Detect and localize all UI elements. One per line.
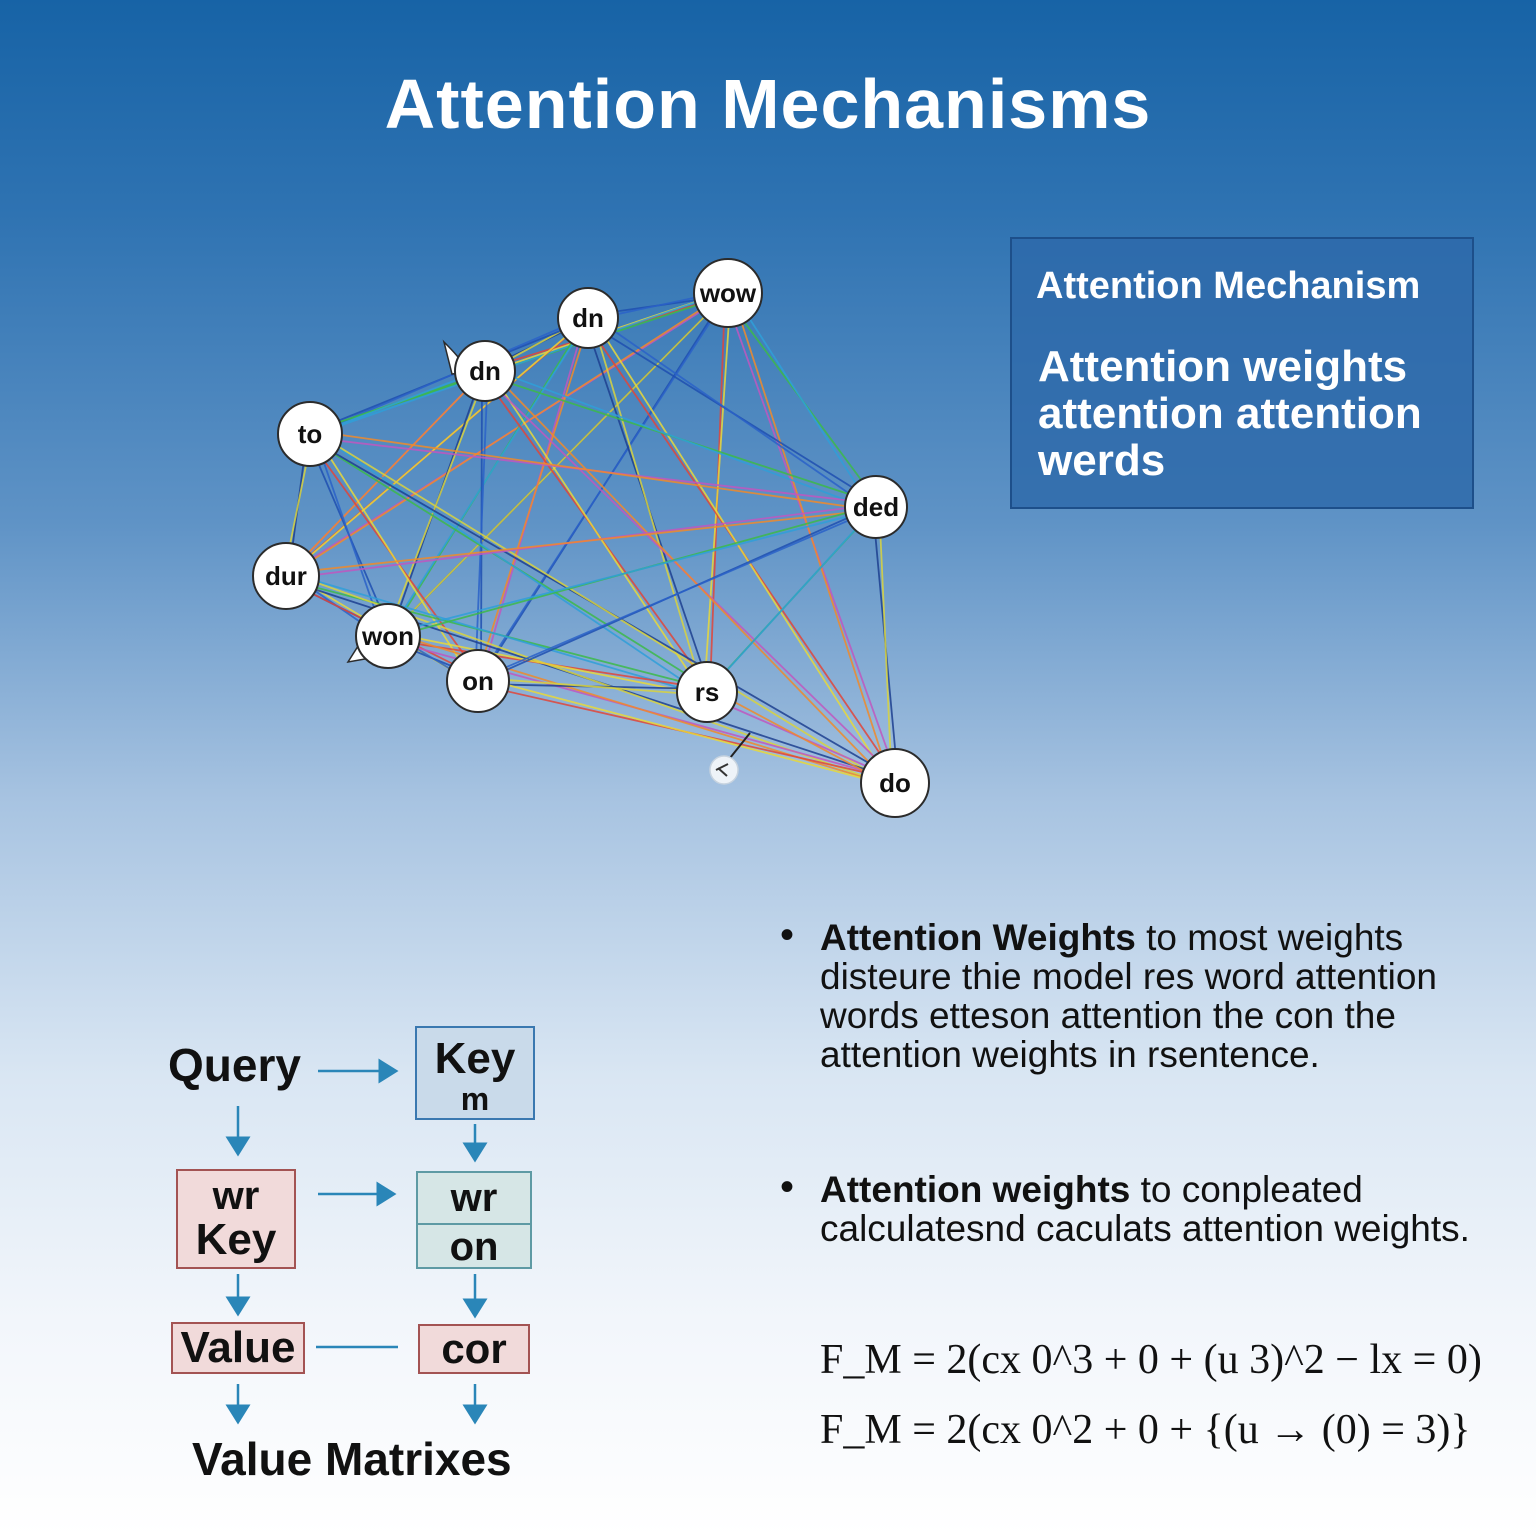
bullet-bold: Attention weights bbox=[820, 1169, 1131, 1210]
word-node: on bbox=[446, 649, 510, 713]
word-node-label: do bbox=[879, 768, 911, 798]
word-node: do bbox=[860, 748, 930, 818]
wr-key-box: wr Key bbox=[176, 1169, 296, 1269]
word-node-label: rs bbox=[695, 677, 720, 707]
attention-edge bbox=[480, 509, 874, 679]
word-node: ded bbox=[844, 475, 908, 539]
attention-edge bbox=[384, 289, 732, 640]
word-node: to bbox=[277, 401, 343, 467]
word-node: dn bbox=[557, 287, 619, 349]
attention-edge bbox=[709, 688, 893, 787]
word-node-circle bbox=[355, 603, 421, 669]
attention-edge bbox=[730, 289, 874, 511]
attention-edge bbox=[480, 677, 893, 787]
info-box-title: Attention Mechanism bbox=[1036, 265, 1421, 307]
word-node-label: dn bbox=[469, 356, 501, 386]
key-box: Key m bbox=[415, 1026, 535, 1120]
word-node-label: on bbox=[462, 666, 494, 696]
bullet-dot: • bbox=[780, 1165, 795, 1209]
attention-edge bbox=[312, 430, 386, 640]
word-node-circle bbox=[844, 475, 908, 539]
word-node-circle bbox=[446, 649, 510, 713]
attention-edge bbox=[709, 509, 874, 690]
bullet-bold: Attention Weights bbox=[820, 917, 1136, 958]
formula-2: F_M = 2(cx 0^2 + 0 + {(u → (0) = 3)} bbox=[820, 1407, 1471, 1453]
attention-edge bbox=[384, 314, 592, 640]
attention-edge bbox=[590, 314, 705, 696]
attention-edge bbox=[288, 509, 874, 574]
attention-edge bbox=[487, 367, 893, 787]
word-node-label: wow bbox=[699, 278, 757, 308]
attention-edge bbox=[474, 367, 489, 685]
query-label: Query bbox=[168, 1039, 301, 1091]
wr-key-line2: Key bbox=[195, 1215, 277, 1264]
wr-on-line1: wr bbox=[418, 1173, 530, 1225]
attention-edge bbox=[282, 314, 592, 580]
attention-edge bbox=[282, 367, 489, 580]
info-box: Attention Mechanism Attention weights at… bbox=[1010, 237, 1474, 509]
qkv-flow-diagram: Query Key m wr Key wr on Value cor Value… bbox=[0, 0, 760, 1536]
word-node-circle bbox=[557, 287, 619, 349]
attention-edge bbox=[703, 289, 732, 696]
wr-on-line2: on bbox=[449, 1225, 499, 1269]
attention-edge bbox=[312, 430, 893, 787]
page-title: Attention Mechanisms bbox=[384, 65, 1152, 143]
wr-on-box: wr on bbox=[416, 1171, 532, 1269]
attention-edge bbox=[312, 430, 874, 511]
attention-edge bbox=[390, 509, 874, 634]
bullet-body: to most weights disteure thie model res … bbox=[820, 917, 1438, 1075]
attention-edge bbox=[306, 289, 732, 438]
value-matrixes-label: Value Matrixes bbox=[192, 1433, 512, 1485]
attention-edge bbox=[590, 314, 874, 511]
word-node-circle bbox=[277, 401, 343, 467]
bullet-text: Attention weights to conpleated calculat… bbox=[820, 1170, 1470, 1248]
word-node: won bbox=[355, 603, 421, 669]
key-box-line1: Key bbox=[434, 1034, 516, 1083]
info-box-body: Attention weights attention attention we… bbox=[1038, 342, 1422, 485]
flow-arrows bbox=[225, 1058, 488, 1425]
word-node-label: dn bbox=[572, 303, 604, 333]
word-node-circle bbox=[860, 748, 930, 818]
word-node: dur bbox=[252, 542, 320, 610]
attention-edge bbox=[480, 677, 705, 696]
attention-edge bbox=[730, 289, 893, 787]
word-node-label: to bbox=[298, 419, 323, 449]
pointer-marker bbox=[709, 732, 751, 785]
word-node-label: won bbox=[361, 621, 414, 651]
attention-edge bbox=[282, 289, 732, 580]
attention-edge bbox=[487, 367, 705, 696]
attention-edge bbox=[487, 367, 874, 511]
word-node-circle bbox=[676, 661, 738, 723]
key-box-line2: m bbox=[460, 1081, 490, 1117]
word-node-label: dur bbox=[265, 561, 307, 591]
attention-edge bbox=[390, 632, 705, 696]
attention-edge bbox=[590, 314, 893, 787]
attention-edge bbox=[312, 430, 476, 685]
wr-key-line1: wr bbox=[212, 1174, 260, 1218]
attention-network: wow dn dn to dur won on rs ded do bbox=[252, 258, 930, 818]
attention-edge bbox=[384, 367, 489, 640]
word-node: rs bbox=[676, 661, 738, 723]
value-box: Value bbox=[171, 1322, 305, 1374]
word-node-circle bbox=[454, 340, 516, 402]
bullet-dot: • bbox=[780, 913, 795, 957]
formula-1: F_M = 2(cx 0^3 + 0 + (u 3)^2 − lx = 0) bbox=[820, 1337, 1482, 1383]
word-node: wow bbox=[693, 258, 763, 328]
bullet-text: Attention Weights to most weights disteu… bbox=[820, 918, 1470, 1074]
network-nodes: wow dn dn to dur won on rs ded do bbox=[252, 258, 930, 818]
word-node: dn bbox=[454, 340, 516, 402]
attention-edge bbox=[474, 314, 592, 685]
word-node-label: ded bbox=[853, 492, 899, 522]
bullet-body: to conpleated calculatesnd caculats atte… bbox=[820, 1169, 1470, 1249]
word-node-circle bbox=[693, 258, 763, 328]
cor-box: cor bbox=[418, 1324, 530, 1374]
attention-edge bbox=[288, 572, 705, 696]
attention-edge bbox=[312, 430, 705, 696]
word-node-circle bbox=[252, 542, 320, 610]
attention-edge bbox=[878, 503, 893, 787]
